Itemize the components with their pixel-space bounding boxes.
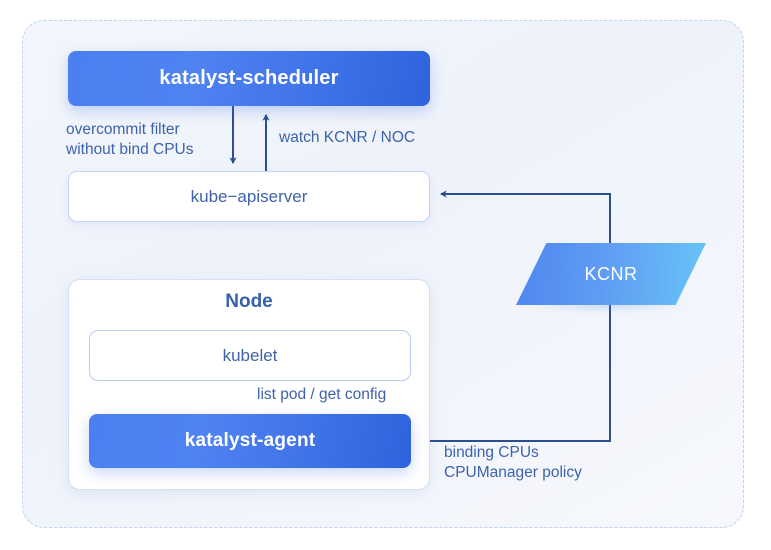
- edge-label-watch-kcnr-noc: watch KCNR / NOC: [279, 129, 416, 146]
- node-kube-apiserver[interactable]: kube−apiserver: [68, 171, 430, 222]
- node-katalyst-agent-label: katalyst-agent: [184, 430, 316, 451]
- node-kube-apiserver-label: kube−apiserver: [190, 186, 308, 206]
- edge-label-overcommit-filter: overcommit filter without bind CPUs: [66, 121, 194, 159]
- group-node-title: Node: [225, 291, 273, 312]
- node-kcnr-label: KCNR: [584, 263, 638, 284]
- edge-label-binding-cpus: binding CPUs CPUManager policy: [444, 444, 582, 482]
- edge-label-list-pod-get-config: list pod / get config: [257, 386, 387, 403]
- node-kubelet[interactable]: kubelet: [89, 330, 411, 381]
- node-kcnr[interactable]: KCNR: [516, 243, 706, 305]
- node-katalyst-scheduler[interactable]: katalyst-scheduler: [68, 51, 430, 106]
- node-kubelet-label: kubelet: [222, 345, 278, 365]
- node-katalyst-scheduler-label: katalyst-scheduler: [159, 67, 339, 89]
- node-katalyst-agent[interactable]: katalyst-agent: [89, 414, 411, 468]
